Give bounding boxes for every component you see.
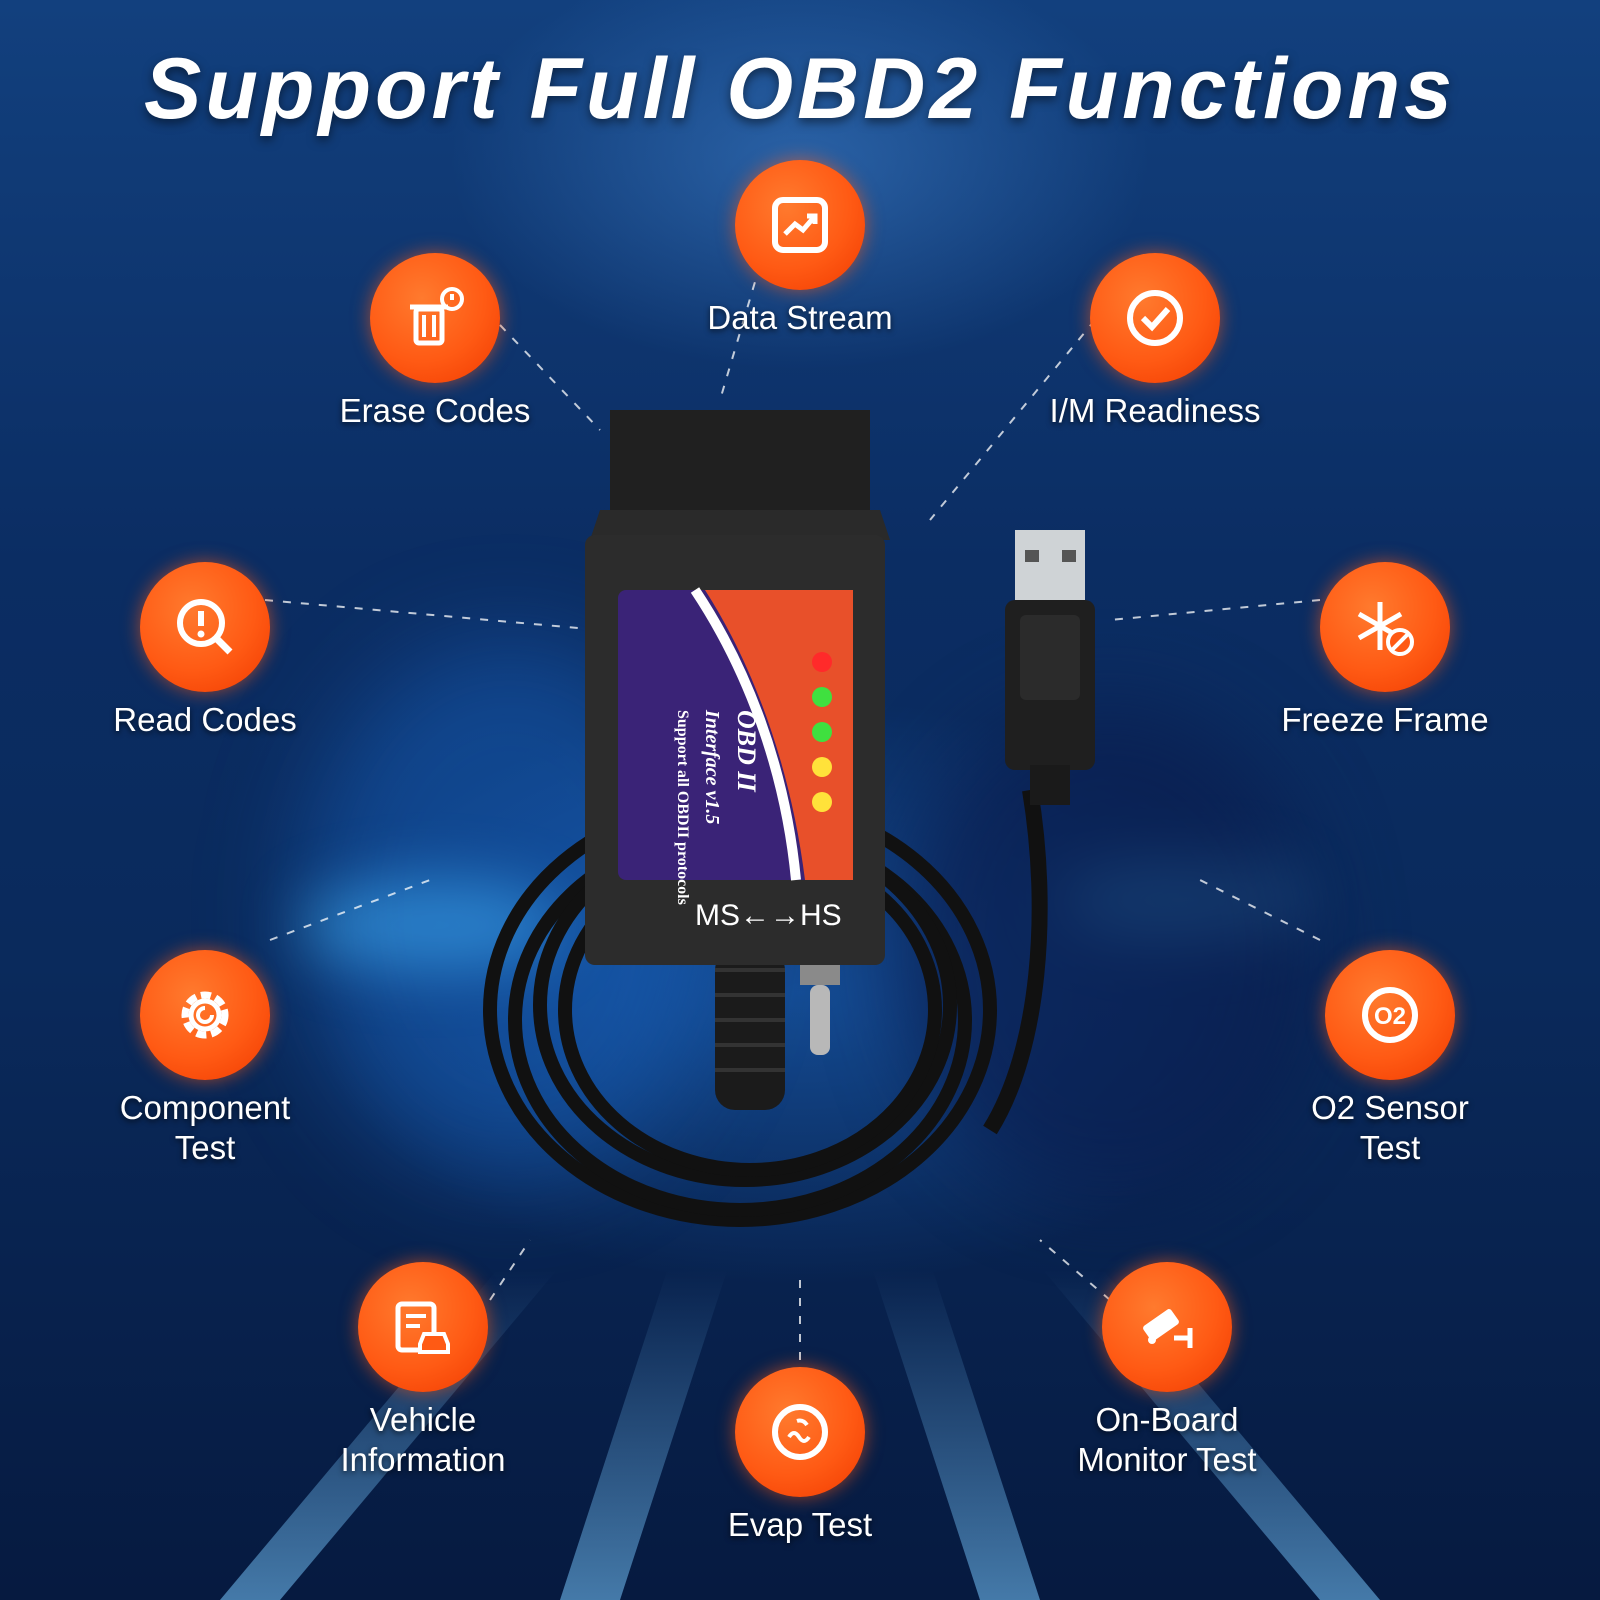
trend-chart-icon <box>772 197 828 253</box>
feature-label: On-Board Monitor Test <box>1077 1401 1257 1478</box>
feature-evap-test: Evap Test <box>650 1367 950 1545</box>
feature-on-board-monitor-test: On-Board Monitor Test <box>1017 1262 1317 1480</box>
camera-monitor-icon <box>1143 1309 1193 1348</box>
feature-icon-badge <box>735 1367 865 1497</box>
trash-alert-icon <box>410 287 464 346</box>
snowflake-icon <box>1357 602 1414 656</box>
feature-label: Data Stream <box>707 299 893 336</box>
connector-line <box>269 879 431 941</box>
feature-label: Erase Codes <box>339 392 531 429</box>
feature-label: Read Codes <box>113 701 297 738</box>
feature-icon-badge <box>1320 562 1450 692</box>
status-led <box>812 652 832 672</box>
o2-sensor-icon: O2 <box>1362 987 1418 1043</box>
feature-data-stream: Data Stream <box>650 160 950 338</box>
magnifier-alert-icon <box>177 599 233 655</box>
feature-icon-badge <box>1090 253 1220 383</box>
feature-o2-sensor-test: O2 O2 Sensor Test <box>1240 950 1540 1168</box>
feature-icon-badge <box>1102 1262 1232 1392</box>
car-silhouette-right <box>900 700 1320 1200</box>
feature-read-codes: Read Codes <box>55 562 355 740</box>
obd2-adapter-image: OBD II Interface v1.5 Support all OBDII … <box>483 410 1095 1227</box>
toggle-switch <box>800 955 840 1055</box>
checkmark-circle-icon <box>1127 290 1183 346</box>
gear-icon <box>181 991 229 1039</box>
connector-line <box>264 599 601 631</box>
feature-label: Evap Test <box>727 1506 873 1543</box>
svg-text:O2: O2 <box>1374 1003 1406 1030</box>
feature-icon-badge <box>370 253 500 383</box>
status-led <box>812 792 832 812</box>
feature-component-test: Component Test <box>55 950 355 1168</box>
connector-line <box>929 319 1096 521</box>
page-title: Support Full OBD2 Functions <box>144 41 1456 137</box>
feature-icon-badge: O2 <box>1325 950 1455 1080</box>
feature-im-readiness: I/M Readiness <box>1005 253 1305 431</box>
feature-label: I/M Readiness <box>1049 392 1261 429</box>
vehicle-document-icon <box>395 1301 450 1354</box>
usb-plug <box>1005 530 1095 805</box>
feature-erase-codes: Erase Codes <box>285 253 585 431</box>
status-led <box>812 687 832 707</box>
connector-line <box>719 264 761 401</box>
feature-icon-badge <box>358 1262 488 1392</box>
feature-freeze-frame: Freeze Frame <box>1235 562 1535 740</box>
status-led <box>812 757 832 777</box>
strain-relief <box>715 950 785 1110</box>
mode-switch-label: MS←→HS <box>695 899 842 932</box>
connector-line <box>489 1239 531 1301</box>
adapter-model: Interface v1.5 <box>701 709 723 824</box>
feature-label: Freeze Frame <box>1281 701 1489 738</box>
feature-label: Component Test <box>119 1089 291 1166</box>
connector-line <box>499 324 601 431</box>
adapter-brand: OBD II <box>732 710 761 793</box>
evap-icon <box>772 1404 828 1460</box>
feature-icon-badge <box>140 950 270 1080</box>
status-led <box>812 722 832 742</box>
feature-icon-badge <box>140 562 270 692</box>
feature-vehicle-information: Vehicle Information <box>273 1262 573 1480</box>
adapter-tagline: Support all OBDII protocols <box>674 710 691 905</box>
feature-label: O2 Sensor Test <box>1311 1089 1469 1166</box>
connector-line <box>1039 1239 1111 1301</box>
obd-connector-head <box>610 410 870 540</box>
feature-label: Vehicle Information <box>340 1401 506 1478</box>
status-leds <box>812 652 832 812</box>
feature-icon-badge <box>735 160 865 290</box>
connector-line <box>1199 879 1321 941</box>
